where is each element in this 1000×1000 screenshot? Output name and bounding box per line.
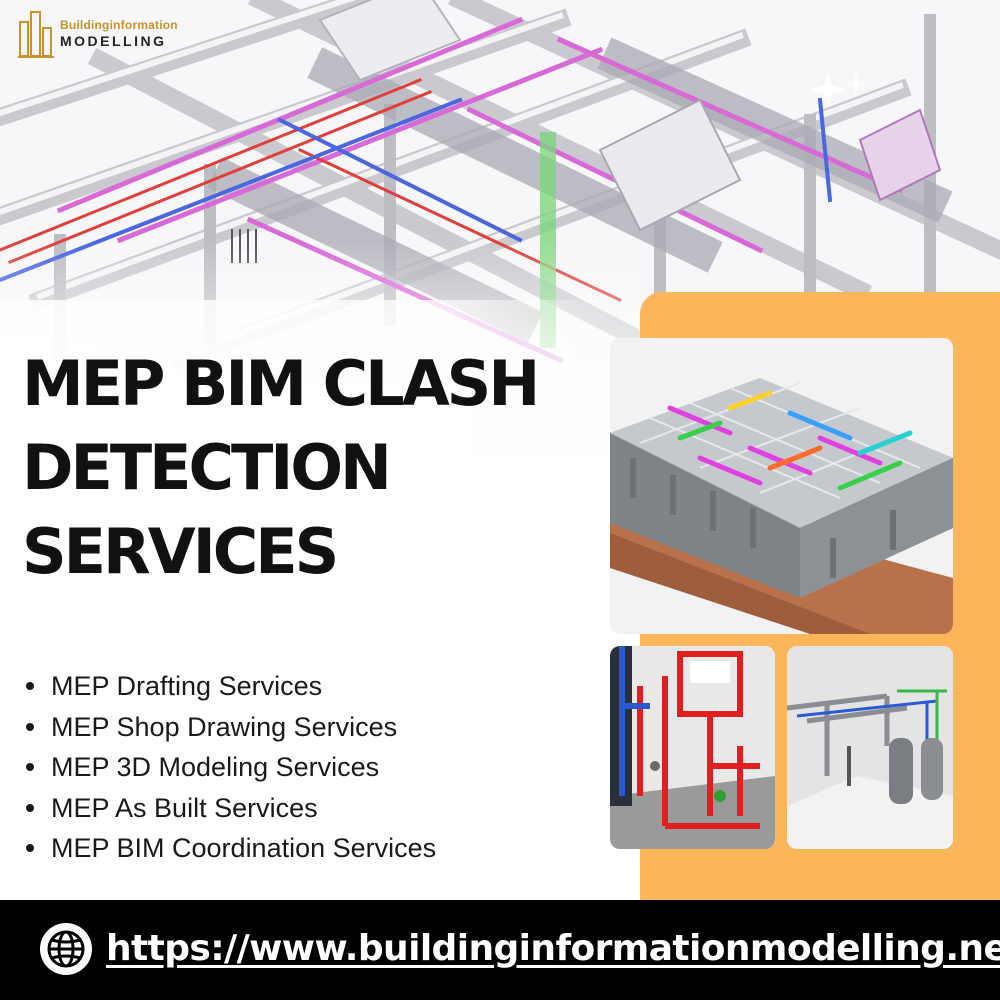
brand-logo[interactable]: Buildinginformation MODELLING: [18, 8, 178, 58]
globe-icon: [40, 923, 92, 975]
fire-protection-piping-image: [610, 646, 775, 849]
mechanical-piping-image: [787, 646, 953, 849]
logo-line-1: Buildinginformation: [60, 17, 178, 32]
building-towers-icon: [18, 11, 54, 58]
list-item: MEP BIM Coordination Services: [26, 828, 436, 869]
service-label: MEP Shop Drawing Services: [51, 711, 398, 742]
list-item: MEP Drafting Services: [26, 666, 436, 707]
services-list: MEP Drafting Services MEP Shop Drawing S…: [26, 666, 436, 869]
background-fade-left: [0, 300, 620, 660]
sparkle-icon: [810, 72, 866, 108]
bullet-icon: [26, 844, 34, 853]
bullet-icon: [26, 722, 34, 731]
footer-bar: [0, 900, 1000, 1000]
page-title: MEP BIM CLASH DETECTION SERVICES: [22, 342, 602, 594]
title-line-1: MEP BIM CLASH: [22, 347, 540, 420]
bullet-icon: [26, 763, 34, 772]
service-label: MEP 3D Modeling Services: [51, 752, 380, 783]
title-line-2: DETECTION: [22, 431, 392, 504]
bullet-icon: [26, 682, 34, 691]
service-label: MEP BIM Coordination Services: [51, 833, 437, 864]
website-link[interactable]: https://www.buildinginformationmodelling…: [106, 928, 1000, 969]
mep-building-model-image: [610, 338, 953, 634]
title-line-3: SERVICES: [22, 515, 339, 588]
list-item: MEP 3D Modeling Services: [26, 747, 436, 788]
logo-line-2: MODELLING: [60, 32, 167, 49]
list-item: MEP Shop Drawing Services: [26, 707, 436, 748]
service-label: MEP Drafting Services: [51, 671, 323, 702]
list-item: MEP As Built Services: [26, 788, 436, 829]
service-label: MEP As Built Services: [51, 792, 318, 823]
bullet-icon: [26, 803, 34, 812]
